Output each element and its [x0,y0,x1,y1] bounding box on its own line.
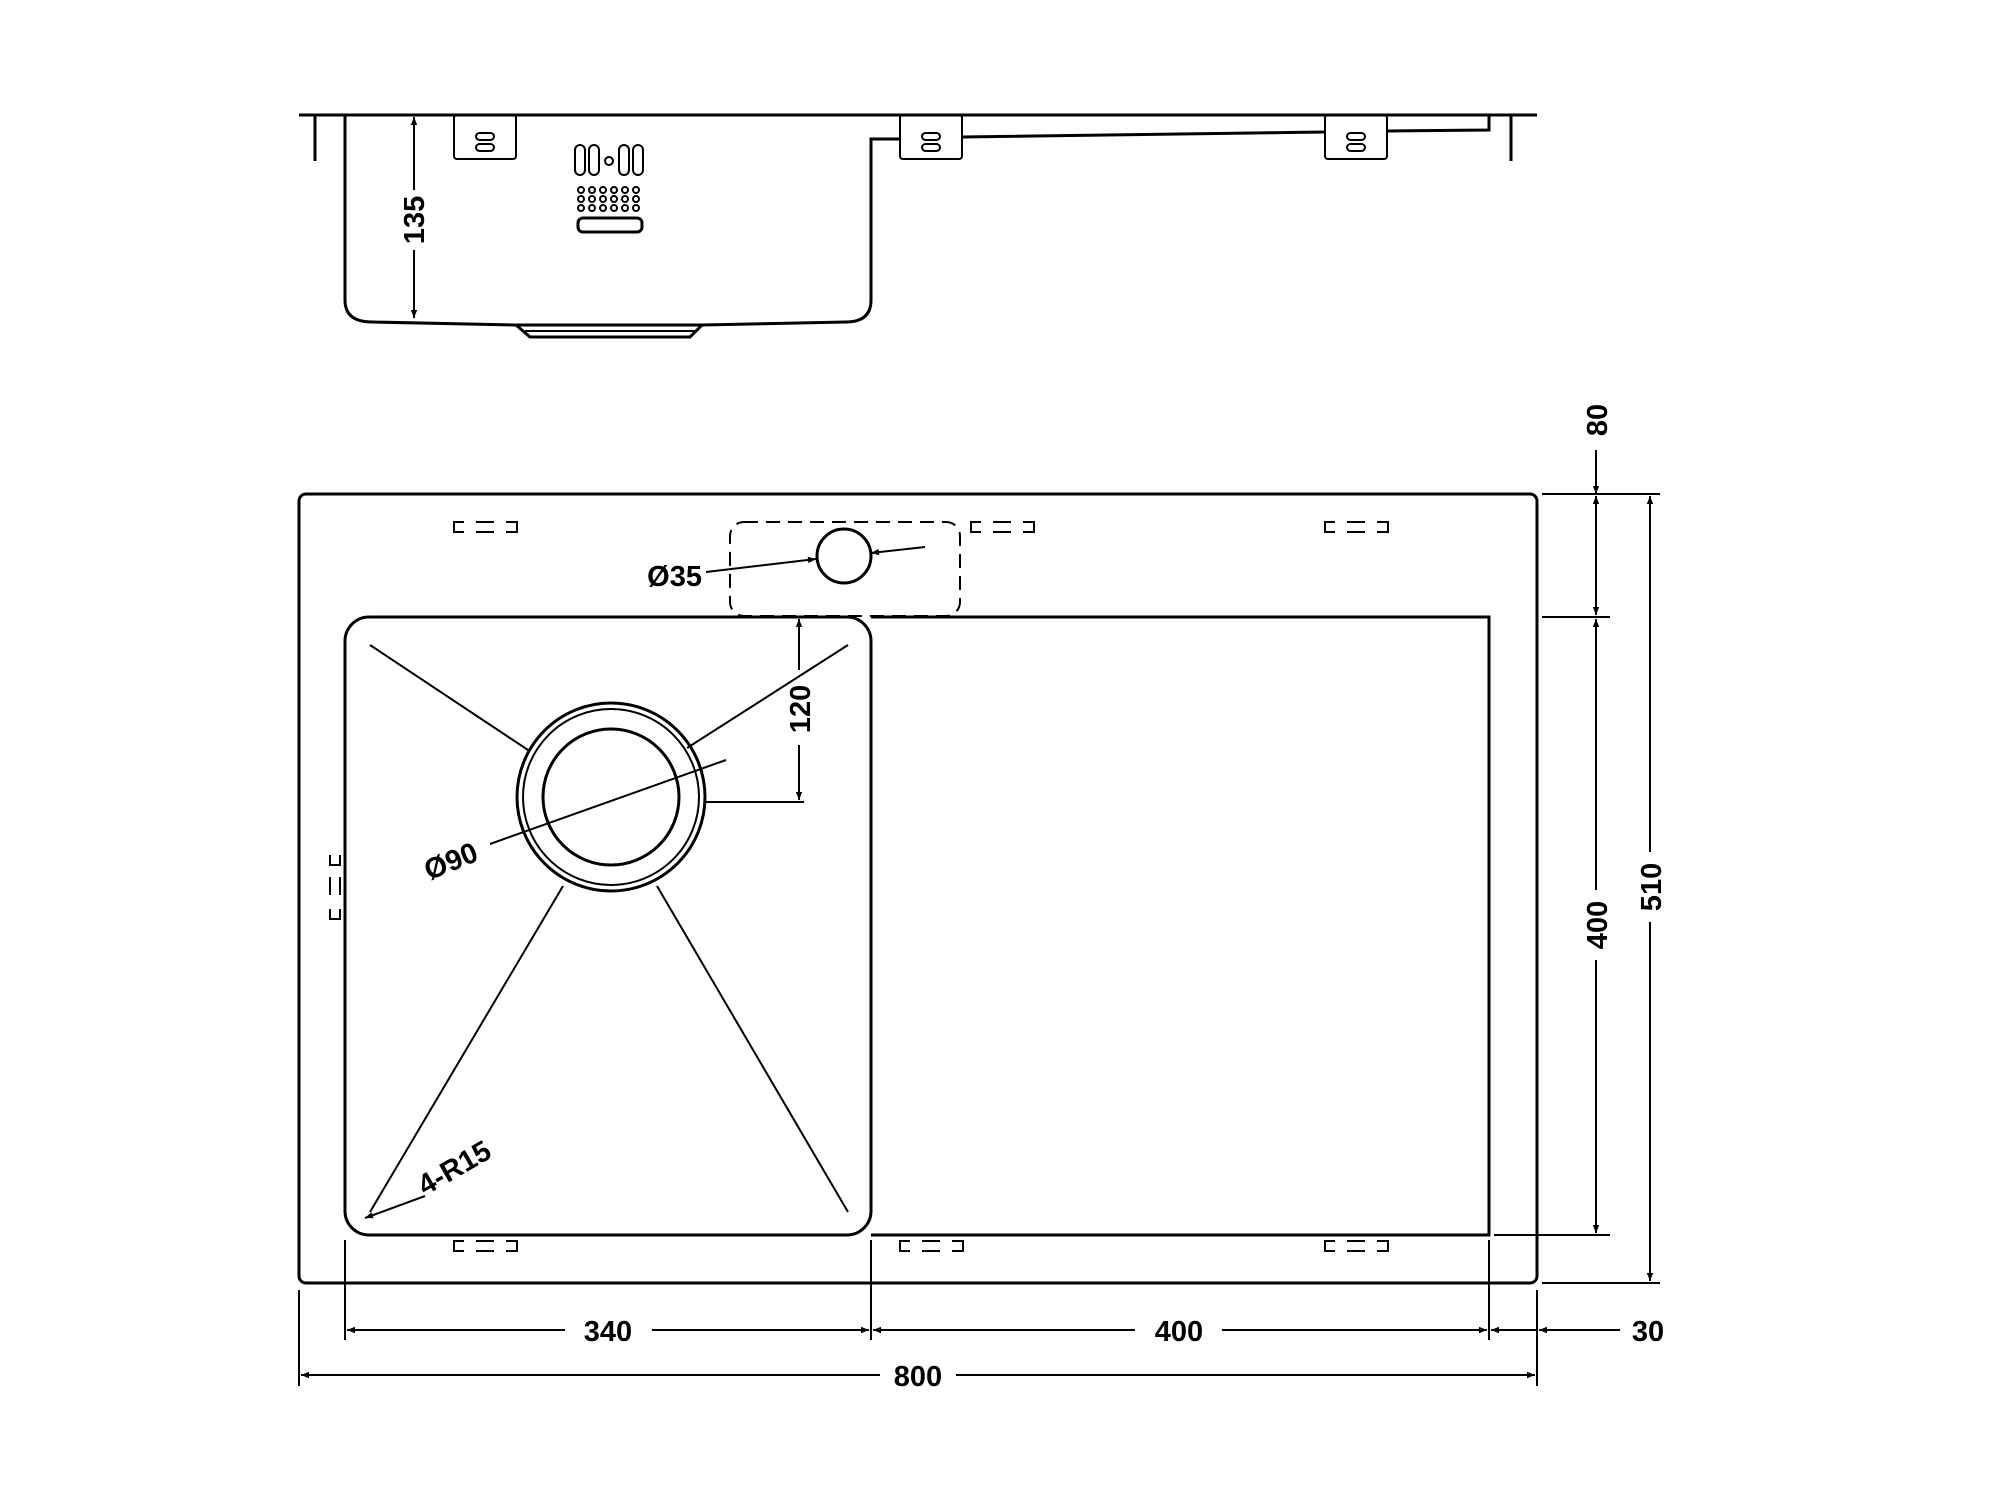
logo-dot [621,204,629,212]
total-depth-label: 510 [1636,863,1668,911]
bowl [343,615,873,1237]
drain-dim-line [489,759,727,845]
logo-dot [577,195,585,203]
right-margin-label: 30 [1632,1316,1664,1348]
bracket [453,114,517,160]
logo-dot [599,195,607,203]
drain-offset-label: 120 [785,685,817,733]
corner-radius-label: 4-R15 [413,1135,497,1202]
drain-profile [511,323,706,339]
bracket [899,114,963,160]
bowl-width-label: 340 [584,1316,632,1348]
logo-dot [588,186,596,194]
logo-dot [610,195,618,203]
back-margin-label: 80 [1582,404,1614,436]
leader [705,556,817,573]
side-view: 135 [299,113,1537,339]
ext-lines-right [1494,493,1660,1284]
logo-dot [577,186,585,194]
logo-dot [610,204,618,212]
bowl-profile [343,115,1491,327]
logo-dot [621,195,629,203]
logo-dot [588,204,596,212]
clip-markers [329,521,1389,1252]
depth-135-label: 135 [399,196,431,244]
logo-dot [621,186,629,194]
logo-dot [632,195,640,203]
drain [515,701,707,893]
logo-1810 [574,144,644,234]
bracket [1324,114,1388,160]
total-width-label: 800 [894,1361,942,1393]
drainboard-width-label: 400 [1155,1316,1203,1348]
tap-hole-label: Ø35 [647,561,702,593]
plan-view: Ø35 Ø90 120 4-R15 80 400 510 [297,404,1668,1393]
drain-label: Ø90 [420,837,483,887]
ext-lines-bottom [298,1240,1538,1386]
logo-dot [632,204,640,212]
tap-deck [729,521,961,617]
bowl-depth-label: 400 [1582,901,1614,949]
logo-dot [632,186,640,194]
logo-dot [610,186,618,194]
sink-outline [297,492,1539,1285]
drainage-grooves [369,644,849,1213]
logo-dot [588,195,596,203]
leader [870,546,926,556]
tap-hole [815,527,873,585]
leader [364,1195,426,1219]
logo-dot [599,204,607,212]
logo-dot [599,186,607,194]
logo-dot [577,204,585,212]
drainboard [871,615,1491,1237]
